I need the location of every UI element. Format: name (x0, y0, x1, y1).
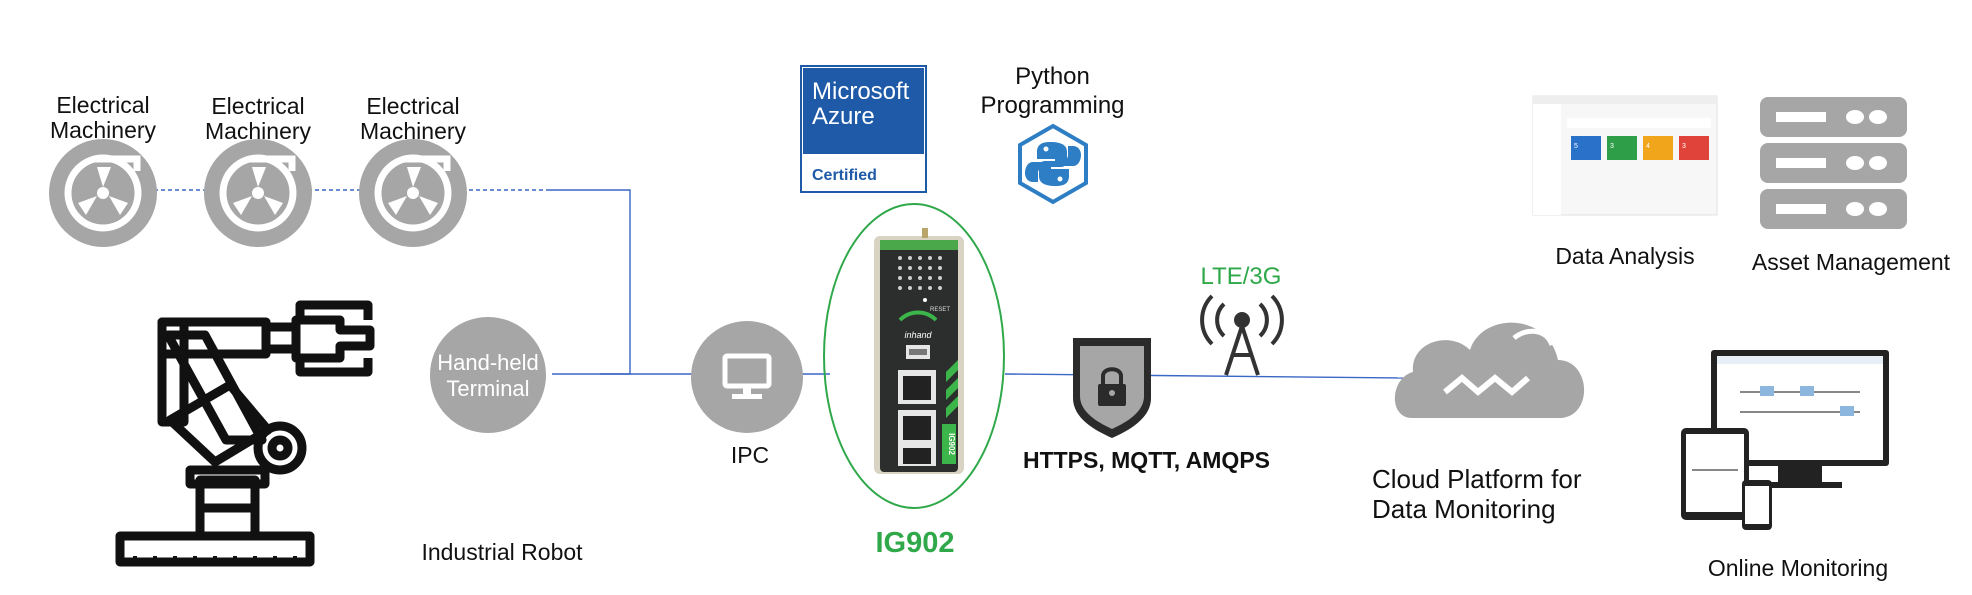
cloud-icon (1394, 322, 1585, 418)
gateway-brand-logo: inhand (904, 330, 932, 340)
cellular-label: LTE/3G (1200, 263, 1282, 290)
azure-certified-text: Certified (812, 167, 877, 184)
azure-line1: Microsoft (812, 78, 910, 105)
ipc-icon (691, 321, 803, 433)
machine-1-label-line1: Electrical (56, 92, 150, 118)
dashboard-thumbnail: 5 3 4 3 (1532, 95, 1718, 216)
robot-arm-icon (115, 300, 375, 567)
terminal-label-line2: Terminal (446, 376, 530, 401)
terminal-label: Hand-held Terminal (430, 350, 546, 402)
machine-3-label-line2: Machinery (359, 118, 467, 144)
tile-4-value: 3 (1682, 143, 1686, 150)
python-icon (1018, 123, 1088, 205)
robot-label: Industrial Robot (421, 539, 583, 565)
tile-1-value: 5 (1574, 143, 1578, 150)
cloud-label-line2: Data Monitoring (1372, 494, 1556, 524)
gateway-side-text: IG902 (947, 433, 956, 455)
python-label-line2: Programming (980, 92, 1125, 119)
protocols-label: HTTPS, MQTT, AMQPS (1022, 447, 1271, 473)
machine-1-label-line2: Machinery (49, 117, 157, 143)
gateway-reset-label: RESET (930, 307, 950, 313)
terminal-label-line1: Hand-held (437, 350, 539, 375)
machine-icon-1 (49, 139, 157, 247)
monitoring-devices-icon (1681, 350, 1889, 530)
gateway-device: RESET inhand IG902 (874, 228, 964, 474)
python-label-line1: Python (1015, 63, 1090, 90)
machine-icon-2 (204, 139, 312, 247)
ipc-label: IPC (730, 442, 770, 468)
cloud-label-line1: Cloud Platform for (1372, 464, 1582, 494)
tile-2-value: 3 (1610, 143, 1614, 150)
machine-3-label: Electrical Machinery (355, 94, 471, 144)
machine-drop-line (550, 189, 631, 375)
machine-2-label: Electrical Machinery (200, 94, 316, 144)
machine-3-label-line1: Electrical (366, 93, 460, 119)
azure-line2: Azure (812, 103, 875, 130)
gateway-highlight-ring (823, 203, 1005, 509)
machine-2-label-line1: Electrical (211, 93, 305, 119)
antenna-icon (1200, 294, 1284, 376)
online-monitoring-label: Online Monitoring (1707, 555, 1889, 581)
gateway-cloud-line (1004, 373, 1406, 379)
data-analysis-label: Data Analysis (1555, 243, 1695, 269)
server-stack-icon (1760, 97, 1907, 229)
gateway-label: IG902 (875, 527, 955, 559)
tile-3-value: 4 (1646, 143, 1650, 150)
asset-management-label: Asset Management (1751, 249, 1951, 275)
security-shield-icon (1073, 338, 1151, 438)
python-label: Python Programming (960, 62, 1145, 120)
machine-2-label-line2: Machinery (204, 118, 312, 144)
azure-certified-badge: Microsoft Azure Certified (800, 65, 927, 193)
machine-icon-3 (359, 139, 467, 247)
cloud-label: Cloud Platform for Data Monitoring (1372, 464, 1632, 524)
machine-1-label: Electrical Machinery (45, 93, 161, 143)
terminal-circle (430, 317, 546, 433)
